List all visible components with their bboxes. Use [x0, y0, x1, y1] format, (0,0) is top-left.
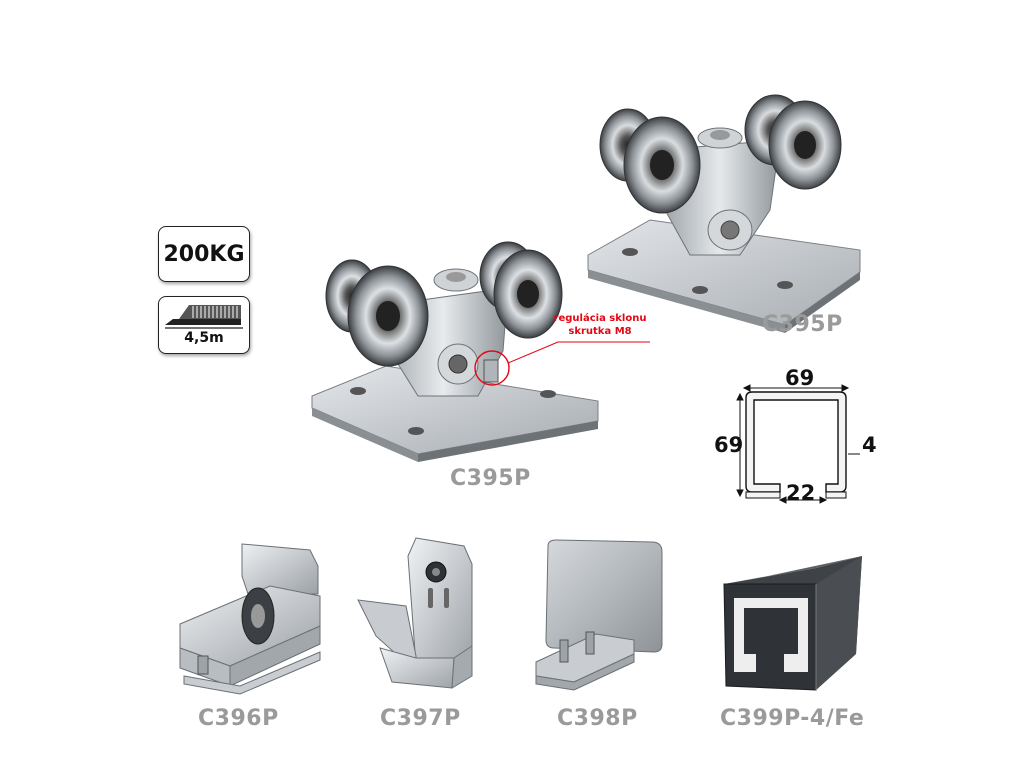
product-c399p-image: [723, 556, 862, 691]
profile-gap-label: 22: [786, 481, 816, 505]
load-capacity-badge: 200KG: [158, 226, 250, 282]
profile-height-label: 69: [714, 433, 744, 457]
profile-section-icon: [736, 384, 860, 504]
carriage-back-image: [587, 94, 861, 333]
profile-thickness-label: 4: [862, 433, 877, 457]
product-c398p-image: [535, 539, 663, 691]
load-capacity-text: 200KG: [163, 241, 245, 267]
product-label-c399p: C399P-4/Fe: [720, 706, 865, 731]
product-label-c396p: C396P: [198, 706, 279, 731]
annotation-line-2: skrutka M8: [568, 326, 632, 337]
gate-length-badge: 4,5m: [158, 296, 250, 354]
gate-length-text: 4,5m: [184, 330, 224, 346]
product-label-c395p-front: C395P: [450, 466, 531, 491]
product-label-c397p: C397P: [380, 706, 461, 731]
adjustment-annotation: regulácia sklonu skrutka M8: [550, 312, 650, 338]
carriage-front-image: [311, 241, 650, 462]
product-label-c398p: C398P: [557, 706, 638, 731]
product-label-c395p-back: C395P: [762, 312, 843, 337]
product-c396p-image: [179, 543, 321, 695]
product-c397p-image: [357, 537, 473, 689]
annotation-line-1: regulácia sklonu: [553, 313, 647, 324]
gate-length-icon: [165, 305, 243, 329]
profile-width-label: 69: [785, 366, 815, 390]
adjustment-highlight-circle: [474, 350, 510, 386]
